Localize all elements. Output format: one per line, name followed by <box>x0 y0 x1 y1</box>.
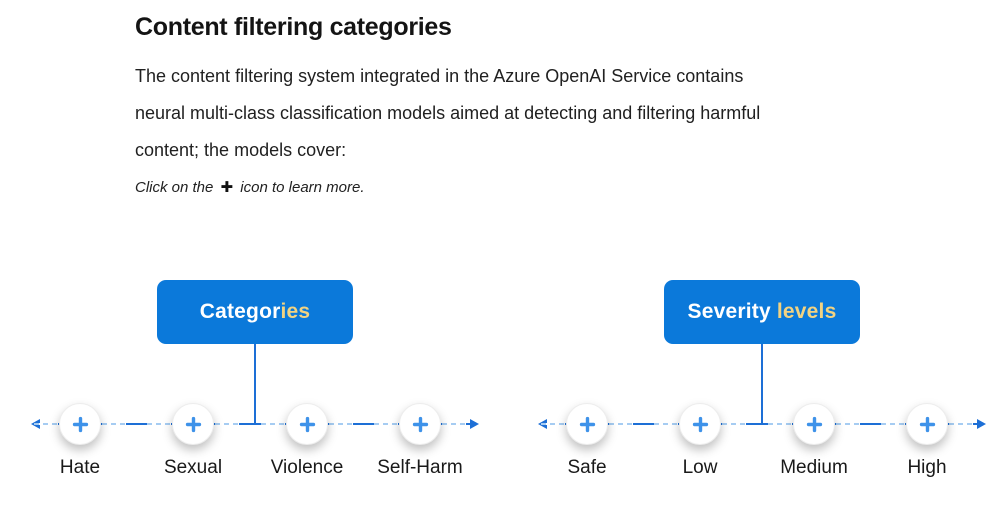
node-label: High <box>907 457 947 478</box>
page-title: Content filtering categories <box>135 13 452 41</box>
node-label: Low <box>682 457 718 478</box>
plus-icon <box>299 416 315 432</box>
vertical-connector <box>254 344 256 423</box>
node-label: Medium <box>780 457 848 478</box>
dashed-segment <box>949 423 973 425</box>
node-safe-button[interactable] <box>566 403 608 445</box>
diagram-title-accent: levels <box>776 300 837 323</box>
dashed-segment <box>836 423 860 425</box>
dashed-segment <box>261 423 285 425</box>
intro-line-1: The content filtering system integrated … <box>135 66 744 86</box>
instruction-note: Click on the ✚ icon to learn more. <box>135 178 999 197</box>
plus-icon <box>72 416 88 432</box>
content-filtering-page: Content filtering categories The content… <box>0 13 999 512</box>
node-label: Sexual <box>163 457 223 478</box>
node-label: Hate <box>59 457 101 478</box>
dashed-segment <box>34 423 58 425</box>
node-label: Violence <box>270 457 344 478</box>
dashed-segment <box>102 423 126 425</box>
severity-header-box: Severity levels <box>664 280 860 344</box>
node-violence-button[interactable] <box>286 403 328 445</box>
intro-line-2: neural multi-class classification models… <box>135 103 761 123</box>
node-high-button[interactable] <box>906 403 948 445</box>
dashed-segment <box>442 423 466 425</box>
dashed-segment <box>654 423 678 425</box>
vertical-connector <box>761 344 763 423</box>
note-text-prefix: Click on the <box>135 179 218 196</box>
dashed-segment <box>374 423 398 425</box>
node-sexual-button[interactable] <box>172 403 214 445</box>
node-self-harm-button[interactable] <box>399 403 441 445</box>
plus-icon <box>692 416 708 432</box>
plus-icon <box>806 416 822 432</box>
plus-icon <box>919 416 935 432</box>
node-medium-button[interactable] <box>793 403 835 445</box>
note-text-suffix: icon to learn more. <box>236 179 365 196</box>
dashed-segment <box>609 423 633 425</box>
dashed-segment <box>541 423 565 425</box>
dashed-segment <box>722 423 746 425</box>
intro-paragraph: The content filtering system integrated … <box>135 58 999 169</box>
diagram-title: Severity <box>687 300 777 323</box>
arrow-right-icon <box>977 419 986 429</box>
diagram-title: Categor <box>199 300 281 323</box>
plus-icon <box>579 416 595 432</box>
dashed-segment <box>768 423 792 425</box>
intro-line-3: content; the models cover: <box>135 140 347 160</box>
severity-diagram: Severity levels Safe Low Medi <box>537 280 987 495</box>
plus-icon <box>412 416 428 432</box>
arrow-right-icon <box>470 419 479 429</box>
dashed-segment <box>147 423 171 425</box>
plus-icon <box>185 416 201 432</box>
horizontal-line <box>547 423 977 425</box>
plus-icon: ✚ <box>220 178 234 196</box>
node-hate-button[interactable] <box>59 403 101 445</box>
node-label: Safe <box>567 457 607 478</box>
dashed-segment <box>881 423 905 425</box>
node-low-button[interactable] <box>679 403 721 445</box>
diagram-title-accent: ies <box>280 300 311 323</box>
node-label: Self-Harm <box>377 457 463 478</box>
dashed-segment <box>329 423 353 425</box>
dashed-segment <box>215 423 239 425</box>
horizontal-line <box>40 423 470 425</box>
